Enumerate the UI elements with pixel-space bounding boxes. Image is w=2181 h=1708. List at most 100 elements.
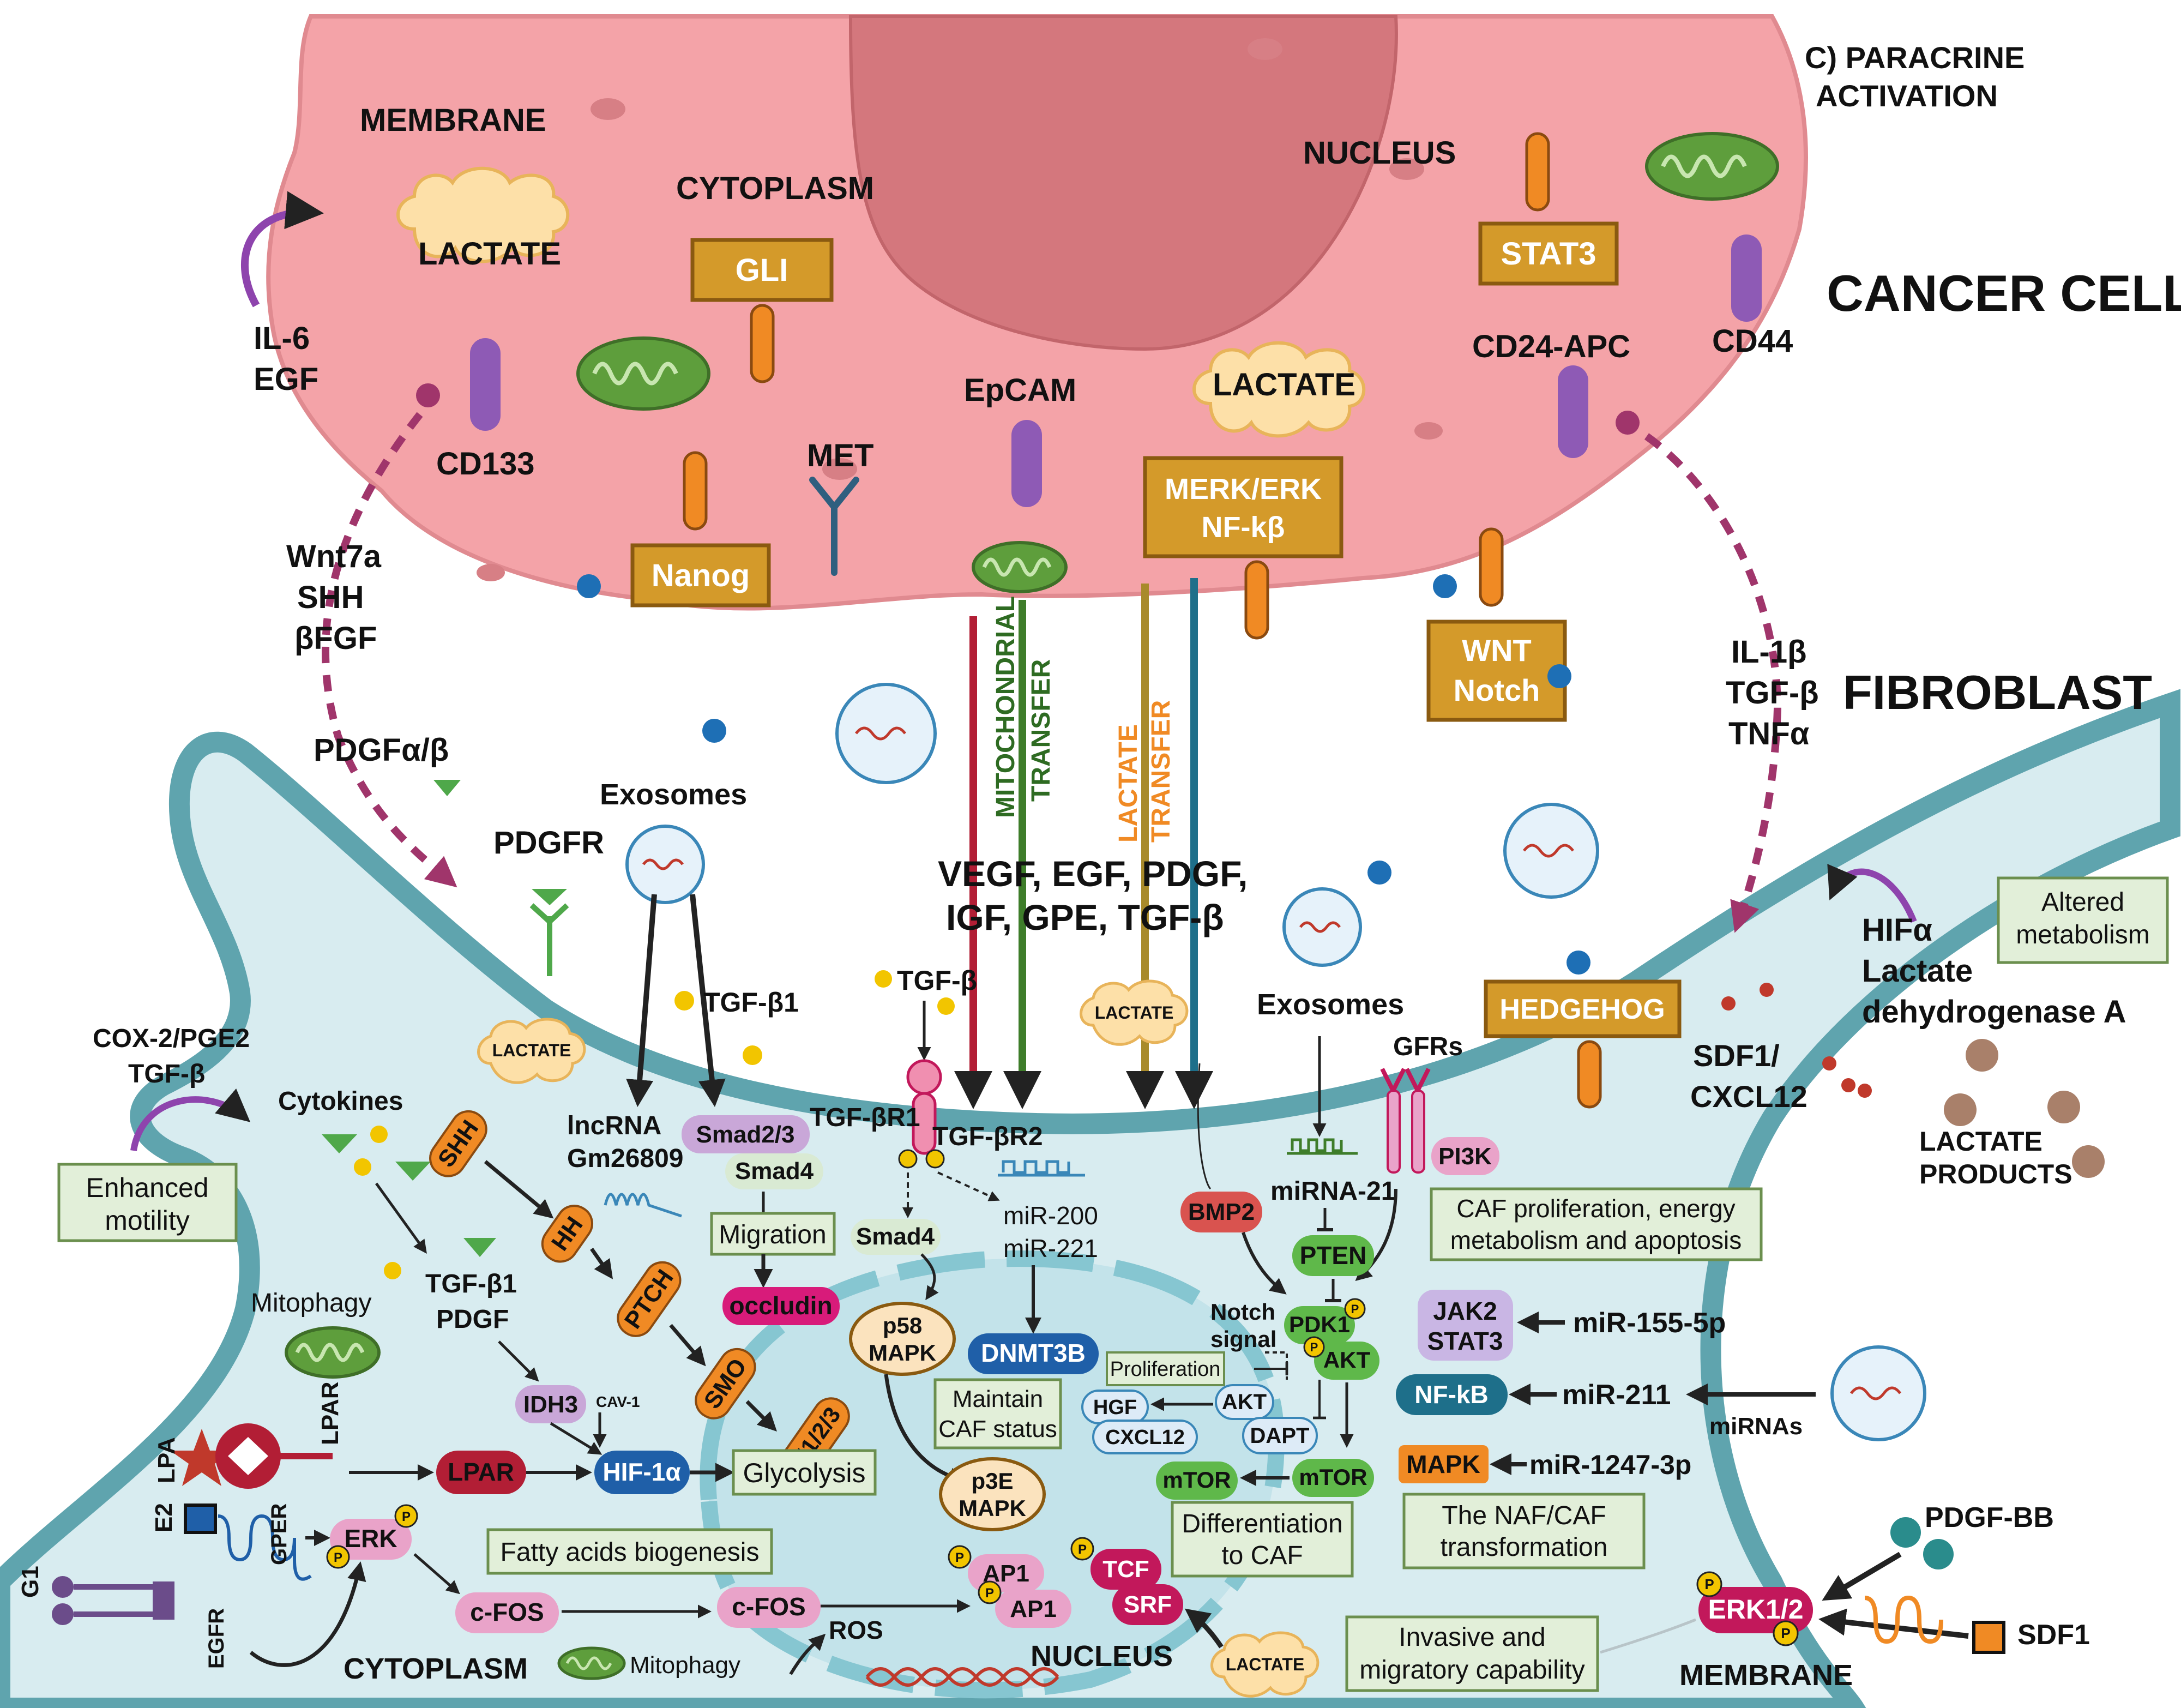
akt-label-1: AKT [1323,1347,1371,1373]
ap1-label-2: AP1 [1010,1596,1057,1622]
notch-label-1: Notch [1210,1299,1275,1325]
fibroblast-membrane-label: MEMBRANE [1679,1659,1853,1692]
fibroblast-cytoplasm-label: CYTOPLASM [344,1652,528,1685]
mitochondrion-icon [576,336,710,411]
idh3-label: IDH3 [523,1391,578,1418]
caf-proliferation-box: CAF proliferation, energy metabolism and… [1430,1187,1763,1261]
cancer-cell-title: CANCER CELL [1827,264,2181,322]
p3e-label-1: p3E [971,1468,1013,1494]
caf-prolif-label-1: CAF proliferation, energy [1456,1194,1735,1223]
epcam-receptor [1011,420,1042,507]
erk12-label: ERK1/2 [1708,1594,1803,1625]
p-badge: P [1704,1576,1714,1592]
nanog-label: Nanog [652,558,750,593]
tgfb1-pdgf-label-1: TGF-β1 [425,1270,517,1298]
migration-label: Migration [719,1220,826,1249]
lncrna-label-1: lncRNA [567,1111,661,1140]
smad23-pill: Smad2/3 [682,1115,810,1153]
glycolysis-box: Glycolysis [732,1449,877,1496]
p-badge: P [1781,1625,1790,1641]
sdf1-label: SDF1 [2017,1619,2090,1651]
growth-factors-label-2: IGF, GPE, TGF-β [946,897,1224,937]
egf-label: EGF [254,362,318,397]
altered-metabolism-box: Altered metabolism [1997,876,2169,964]
mito-transfer-label-2: TRANSFER [1027,659,1056,802]
gper-label: GPER [267,1503,291,1565]
cxcl12-pill: CXCL12 [1092,1420,1198,1454]
lactate-cloud-2: LACTATE [1192,341,1366,438]
il6-curved-arrow [240,191,324,308]
stat3-label: STAT3 [1501,236,1596,272]
mirna21-label: miRNA-21 [1270,1177,1395,1206]
tgfb1-pdgf-label-2: PDGF [436,1305,509,1334]
lactate-transfer-label-2: TRANSFER [1147,700,1176,843]
lncrna-label-2: Gm26809 [567,1144,684,1173]
srf-pill: SRF [1112,1584,1183,1625]
tgfb1-label: TGF-β1 [703,987,799,1018]
lpa-star [170,1429,233,1486]
p3e-mapk: p3E MAPK [939,1457,1046,1531]
akt-pill-2: AKT [1215,1384,1274,1420]
nfkb-label: NF-kB [1414,1380,1488,1409]
fibroblast-body [0,689,2180,1708]
lactate-cloud-small: LACTATE [1210,1631,1320,1698]
mir155-label: miR-155-5p [1573,1307,1726,1339]
tcf-pill: TCF P [1070,1537,1161,1590]
cav1-label: CAV-1 [596,1393,640,1410]
exosome-icon [625,825,705,904]
ros-label: ROS [829,1616,883,1644]
erk-pill: ERK P P [326,1504,418,1569]
hif1a-label: HIF-1α [603,1458,680,1486]
g1-label: G1 [17,1566,44,1598]
occludin-pill: occludin [722,1287,840,1325]
egfr-receptor [52,1576,174,1625]
jak2-stat3-pill: JAK2 STAT3 [1418,1290,1513,1361]
p-badge: P [402,1509,411,1524]
egfr-label: EGFR [204,1608,228,1669]
p-badge: P [1310,1340,1318,1354]
cd133-receptor [470,338,501,431]
e2-ligand [184,1503,217,1534]
altered-label-1: Altered [2041,888,2124,917]
naf-caf-label-2: transformation [1441,1533,1608,1562]
erk-label: ERK [344,1524,397,1553]
hif1a-pill: HIF-1α [594,1451,690,1494]
invasive-label-2: migratory capability [1359,1656,1584,1685]
mitochondrion-icon [972,541,1068,593]
p-badge: P [1078,1542,1087,1557]
caf-prolif-label-2: metabolism and apoptosis [1450,1226,1742,1254]
cfos-pill-1: c-FOS [455,1592,559,1633]
akt-label-2: AKT [1222,1390,1267,1414]
fatty-acids-box: Fatty acids biogenesis [486,1528,773,1575]
srf-label: SRF [1124,1591,1172,1618]
invasive-label-1: Invasive and [1399,1623,1546,1652]
tgfb-label: TGF-β [897,965,977,996]
gli-box: GLI [690,238,834,383]
dna-icon [865,1667,1059,1687]
differentiation-label-1: Differentiation [1182,1509,1342,1538]
dapt-label: DAPT [1250,1424,1310,1448]
fibroblast-nucleus-label: NUCLEUS [1031,1640,1173,1673]
ap1-pill-2: AP1 P [978,1580,1071,1628]
dnmt3b-pill: DNMT3B [968,1333,1099,1374]
cd133-label: CD133 [436,446,535,482]
p-badge: P [334,1550,342,1565]
cd44-receptor [1731,234,1762,322]
hgf-pill: HGF [1081,1390,1149,1424]
hgf-label: HGF [1093,1396,1137,1419]
exosomes-label-1: Exosomes [600,778,747,811]
tgfbr2-label: TGF-βR2 [932,1122,1043,1151]
bmp2-label: BMP2 [1188,1199,1255,1225]
sdf1-receptor [1864,1595,2005,1654]
lpar-receptor-label: LPAR [317,1381,344,1445]
smad23-label: Smad2/3 [696,1121,795,1148]
gper-receptor [218,1514,312,1581]
tgfb-signal-label: TGF-β [1726,675,1819,711]
p58-label-1: p58 [883,1313,922,1338]
exosome-icon [1282,887,1362,967]
mir1247-label: miR-1247-3p [1529,1450,1691,1480]
cancer-membrane-label: MEMBRANE [360,103,546,138]
maintain-label-1: Maintain [953,1386,1043,1412]
sdf1-cxcl12-label-1: SDF1/ [1693,1038,1780,1073]
dnmt3b-label: DNMT3B [981,1339,1086,1367]
